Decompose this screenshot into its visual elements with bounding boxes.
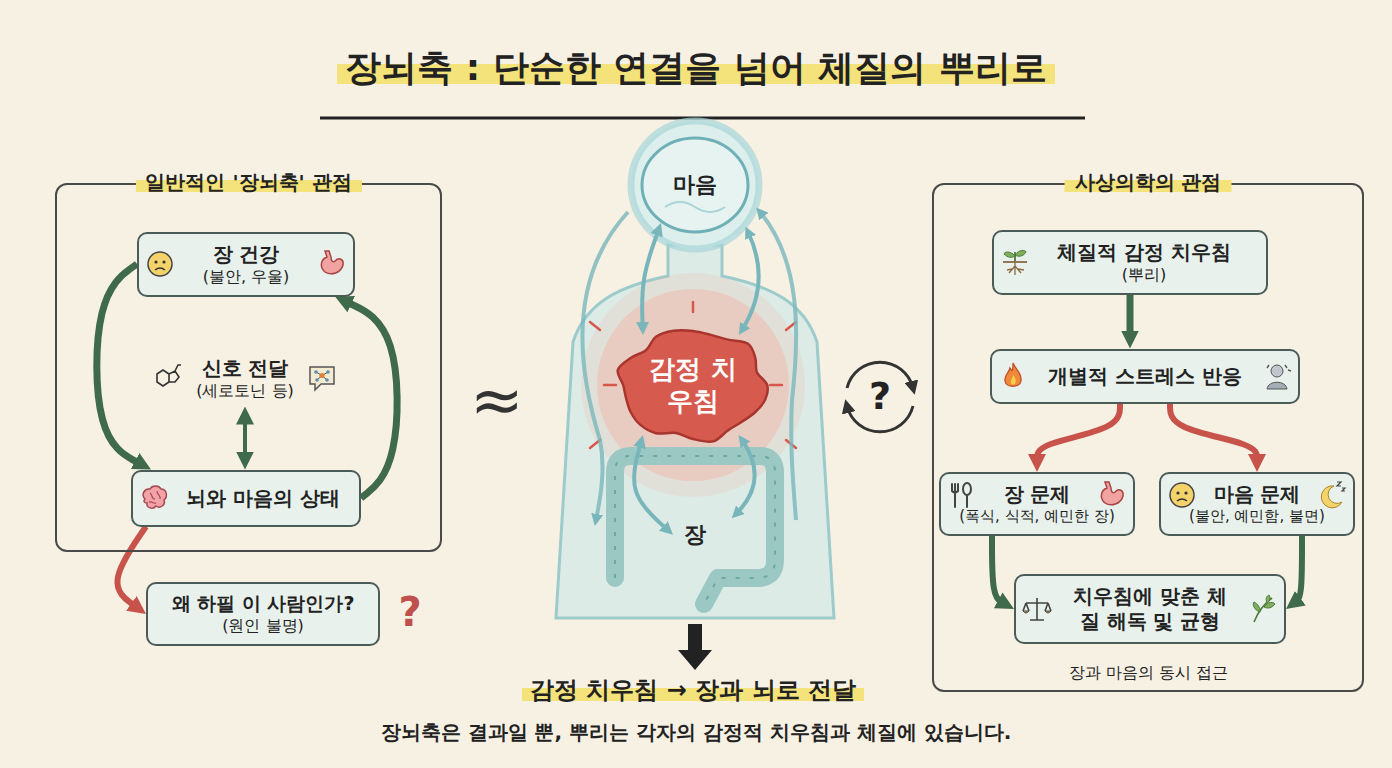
signal-node: 신호 전달(세로토닌 등) [145,350,345,407]
brain-icon [139,483,169,513]
title-bar: 장뇌축 : 단순한 연결을 넘어 체질의 뿌리로 [0,44,1392,93]
connector-arrow [117,527,146,607]
connector-arrow [642,232,658,326]
node-detail: (불안, 우울) [179,267,313,287]
stomach-icon [317,249,347,279]
flow-arrows [582,212,796,520]
node-title: 뇌와 마음의 상태 [177,486,349,511]
summary-band: 감정 치우침 → 장과 뇌로 전달 [522,676,864,705]
connector-arrow [346,302,397,498]
moon-icon [1317,480,1347,510]
connector-arrow [243,419,247,457]
view-panel: 사상의학의 관점체질적 감정 치우침(뿌리)개별적 스트레스 반응장 문제(폭식… [932,183,1364,692]
scales-icon [1022,594,1052,624]
node-title: 마음 [647,171,743,199]
emotion-blob: 감정 치우침 [613,323,773,447]
caption-bar: 장뇌축은 결과일 뿐, 뿌리는 각자의 감정적 치우침과 체질에 있습니다. [0,720,1392,745]
connector-arrow [1127,295,1134,336]
node-detail: (세로토닌 등) [189,381,301,401]
node-title: 신호 전달 [189,356,301,381]
node-title: 개별적 스트레스 반응 [1038,364,1252,389]
cycle-arrows [847,362,913,432]
process-box: 체질적 감정 치우침(뿌리) [992,230,1268,295]
mind-circle: 마음 [639,135,751,235]
node-title: 장 건강 [179,242,313,267]
panel-heading: 일반적인 '장뇌축' 관점 [135,170,361,195]
process-box: 치우침에 맞춘 체질 해독 및 균형 [1014,574,1286,644]
connector-arrow [97,264,140,464]
node-detail: (뿌리) [1042,265,1246,285]
leaves-icon [1248,594,1278,624]
panel-note: 장과 마음의 동시 접근 [1069,663,1228,682]
node-title: 장 [675,521,715,549]
fork-icon [947,480,977,510]
process-box: 마음 문제(불안, 예민함, 불면) [1159,472,1355,536]
connector-arrow [1037,404,1120,460]
connector-arrow [634,444,666,529]
person-icon [1262,361,1292,391]
mol-icon [153,363,183,393]
node-title: 마음 문제 [1169,482,1345,507]
approx-symbol: ≈ [470,362,524,439]
question-box: 왜 하필 이 사람인가?(원인 불명) [146,582,380,646]
sprout-icon [1000,247,1030,277]
red-rays [590,302,796,448]
view-panel: 일반적인 '장뇌축' 관점장 건강(불안, 우울)신호 전달(세로토닌 등)뇌와… [55,183,442,552]
panel-heading: 사상의학의 관점 [1065,170,1232,195]
diagram-title: 장뇌축 : 단순한 연결을 넘어 체질의 뿌리로 [337,47,1055,88]
process-box: 장 문제(폭식, 식적, 예민한 장) [939,472,1135,536]
flame-icon [998,361,1028,391]
node-title: 치우침에 맞춘 체질 해독 및 균형 [1066,584,1234,634]
node-title: 장 문제 [949,482,1125,507]
gut-label: 장 [673,519,717,551]
connector-arrow [992,536,1003,603]
node-detail: (폭식, 식적, 예민한 장) [949,507,1125,526]
body-silhouette [556,121,834,618]
node-title: 체질적 감정 치우침 [1042,240,1246,265]
down-arrow [678,624,712,670]
question-mark: ? [869,374,891,420]
bubble-icon [307,363,337,393]
node-detail: (원인 불명) [156,616,370,636]
process-box: 개별적 스트레스 반응 [990,349,1300,404]
node-detail: (불안, 예민함, 불면) [1169,507,1345,526]
question-mark: ? [399,588,422,636]
blob-shape [613,323,773,447]
connector-arrow [1170,404,1257,460]
process-box: 뇌와 마음의 상태 [131,470,361,527]
node-title: 왜 하필 이 사람인가? [156,592,370,616]
stomach-icon [1097,480,1127,510]
process-box: 장 건강(불안, 우울) [137,232,355,297]
connector-arrow [1296,536,1302,602]
node-title: 감정 치우침 [645,353,741,418]
caption-text: 장뇌축은 결과일 뿐, 뿌리는 각자의 감정적 치우침과 체질에 있습니다. [381,720,1012,744]
face-icon [145,249,175,279]
face-icon [1167,480,1197,510]
